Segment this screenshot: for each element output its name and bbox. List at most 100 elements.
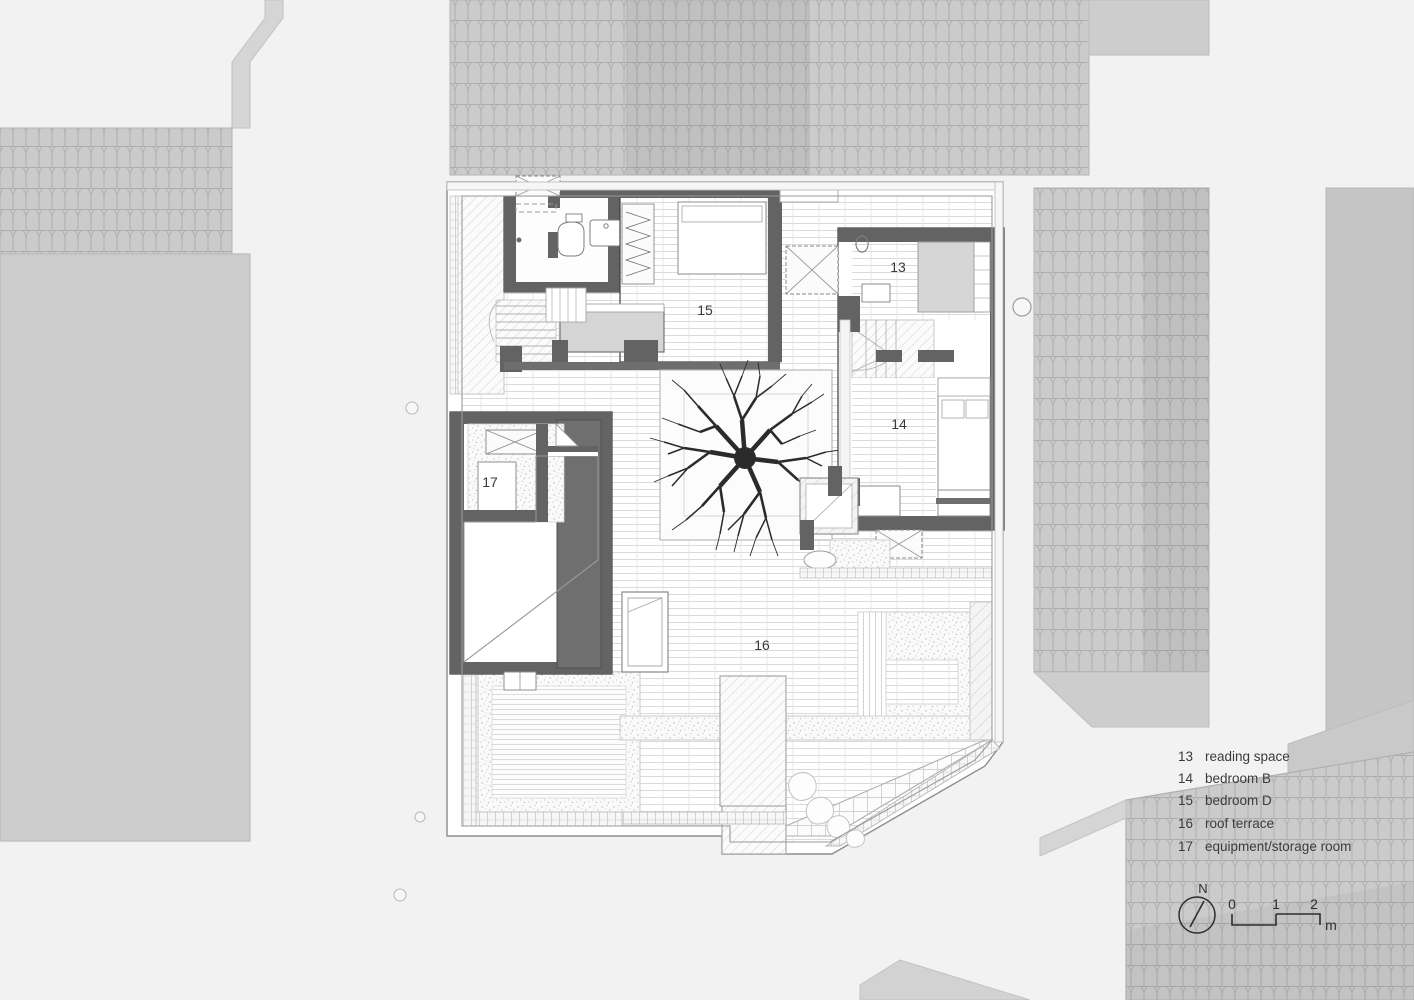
roof-southwest — [859, 959, 1031, 1000]
street-marker — [405, 401, 419, 415]
stair-block-south — [719, 675, 787, 827]
room-17-box — [477, 461, 517, 515]
wall-room17-partition — [536, 446, 548, 522]
bathroom-counter — [515, 203, 557, 213]
roof-north-c — [808, 0, 1090, 176]
street-marker — [1012, 297, 1032, 317]
compass-circle — [1178, 896, 1216, 934]
parapet-band-east — [994, 181, 1004, 743]
street-marker — [414, 811, 426, 823]
plan-label-16: 16 — [754, 637, 770, 653]
roof-east-chamfer — [1032, 671, 1210, 728]
stepping-stones — [788, 772, 865, 848]
scale-tick-2: 2 — [1310, 896, 1318, 912]
bed-bedroom-b — [937, 377, 991, 505]
legend-num-13: 13 — [1178, 749, 1193, 764]
connector-southeast — [1039, 799, 1127, 857]
wardrobe-hanging-icon — [624, 211, 652, 277]
wall-bathroom-mid2 — [548, 232, 558, 258]
wall-stub-service-left — [828, 466, 842, 496]
reading-lamp-icon — [855, 235, 869, 253]
bed-pillow-bedroom-d — [681, 205, 763, 223]
gravel-strip-center — [619, 715, 986, 741]
legend-label-16: roof terrace — [1205, 816, 1274, 831]
compass-needle-icon — [1189, 900, 1205, 928]
scale-bar: 0 1 2 m — [1228, 896, 1337, 933]
terrace-edge-band-southwest — [461, 811, 623, 827]
legend-label-15: bedroom D — [1205, 793, 1272, 808]
scale-bar-bracket-right — [1276, 913, 1321, 925]
roof-north-b — [626, 0, 810, 176]
courtyard-inner-outline — [683, 393, 809, 517]
stair-east — [851, 319, 935, 379]
sink-tap-icon — [603, 223, 609, 229]
wall-band-below-15 — [504, 362, 780, 370]
legend: 13 reading space 14 bedroom B 15 bedroom… — [1178, 749, 1351, 854]
wall-bathroom-left — [504, 196, 516, 292]
wall-stub-c — [624, 340, 658, 362]
legend-label-13: reading space — [1205, 749, 1290, 764]
wall-band-bedroom-b — [936, 498, 992, 504]
sloped-roof-upper — [548, 452, 598, 456]
wall-bedroomd-right — [768, 186, 782, 362]
wall-stub-service-right — [800, 520, 814, 550]
legend-num-14: 14 — [1178, 771, 1194, 786]
reading-desk — [861, 283, 891, 303]
hatched-wall-band-west — [455, 195, 505, 395]
scale-bar-bracket-left — [1231, 914, 1277, 926]
paving-east-edge — [969, 601, 993, 741]
wall-room17-bottom — [464, 510, 548, 522]
wall-room17-right — [536, 424, 548, 446]
gravel-bed-west-inner — [491, 685, 627, 799]
wall-stub-stair-east-mid — [876, 350, 902, 362]
legend-num-16: 16 — [1178, 816, 1193, 831]
plan-label-13: 13 — [890, 259, 906, 275]
plan-label-15: 15 — [697, 302, 713, 318]
planter-east-inner — [857, 611, 887, 717]
reading-shelf — [973, 241, 991, 313]
bathroom-door-handle — [516, 237, 522, 243]
roof-north-a — [449, 0, 628, 176]
dormer-slope — [627, 597, 663, 667]
wall-west-volume-left — [450, 412, 464, 674]
main-building — [446, 175, 1005, 855]
planter-pot — [803, 550, 837, 570]
legend-label-17: equipment/storage room — [1205, 839, 1351, 854]
legend-num-17: 17 — [1178, 839, 1193, 854]
wall-east-volume-top — [838, 228, 1004, 242]
street-marker — [393, 888, 407, 902]
terrace-edge-band-south — [619, 811, 787, 825]
toilet-icon — [557, 221, 585, 257]
reading-shelf-lines — [974, 255, 990, 299]
roof-east-a — [1033, 187, 1145, 673]
roof-southeast-outline — [1125, 751, 1414, 1000]
connector-northwest — [231, 0, 284, 129]
bed-pillow-right — [965, 399, 989, 419]
plan-label-17: 17 — [482, 474, 498, 490]
scale-tick-0: 0 — [1228, 896, 1236, 912]
gravel-patch-south — [829, 539, 891, 573]
wardrobe — [621, 203, 655, 285]
toilet-cistern-icon — [565, 213, 583, 223]
wall-stub-stair-east-right — [918, 350, 954, 362]
plan-room-labels: 13 14 15 16 17 — [482, 259, 907, 653]
compass: N — [1178, 881, 1216, 934]
roof-hip-line — [555, 422, 580, 447]
roof-west-lower — [0, 253, 251, 842]
block-northwest-plain — [0, 0, 265, 128]
planter-east-inner2 — [885, 659, 959, 705]
plan-label-14: 14 — [891, 416, 907, 432]
wall-east-volume-bottom — [838, 516, 1004, 530]
bed-headboard-bedroom-b — [937, 377, 991, 397]
reading-platform — [917, 241, 983, 313]
roof-east-b — [1143, 187, 1210, 673]
parapet-band-north — [446, 181, 1004, 191]
terrace-outline — [461, 195, 993, 843]
roof-west-upper — [0, 127, 233, 255]
courtyard-tree — [649, 359, 841, 557]
terrace-band-below-east — [799, 567, 993, 579]
legend-label-14: bedroom B — [1205, 771, 1271, 786]
wall-inner-vert — [536, 446, 598, 456]
